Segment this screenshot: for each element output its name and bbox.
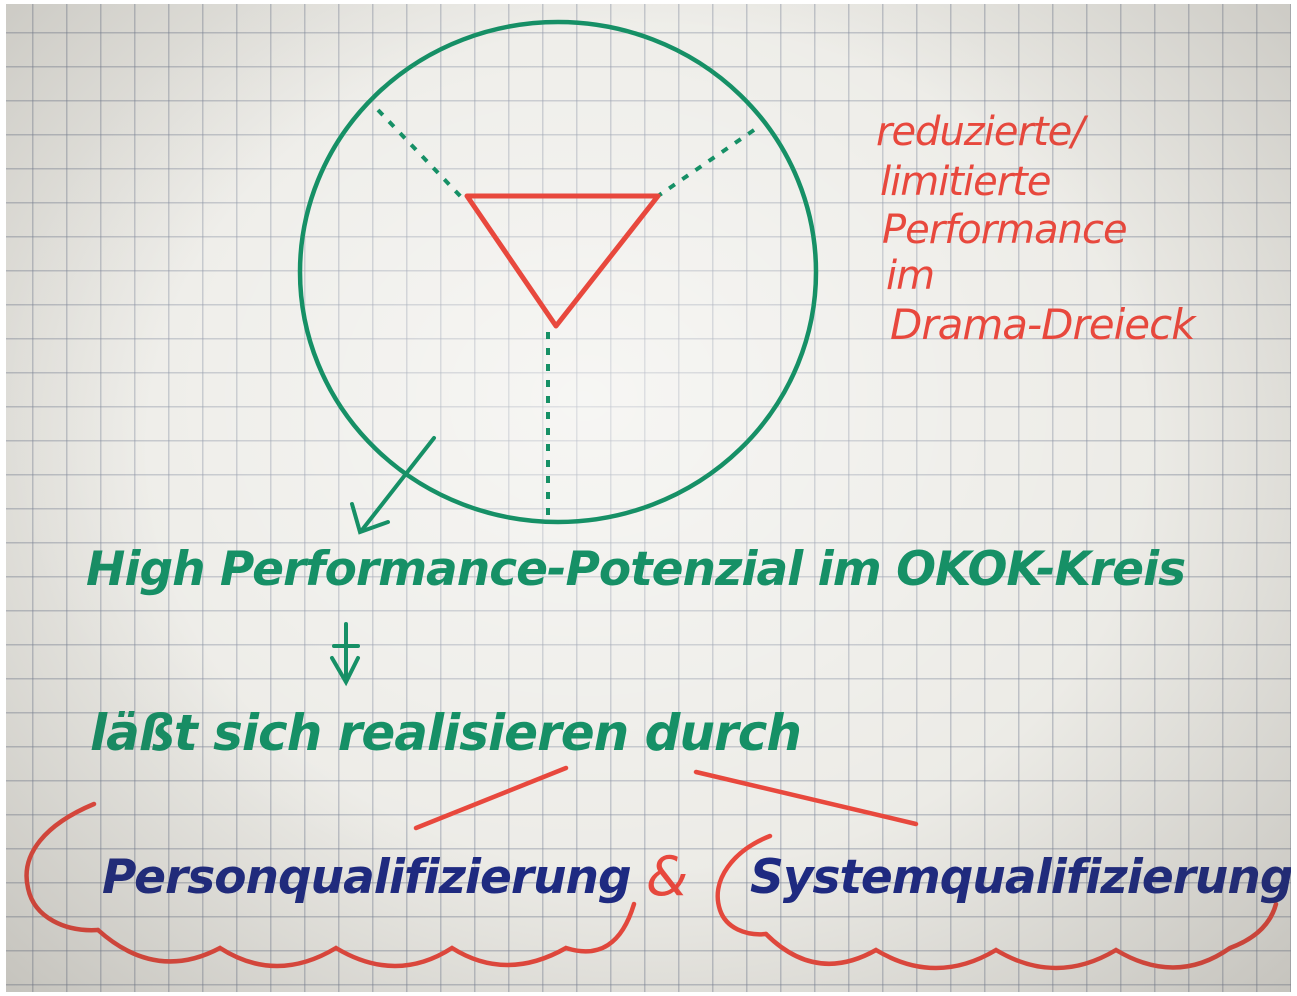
notebook-photo: reduzierte/ limitierte Performance im Dr… — [6, 4, 1291, 992]
red-caption-line-3: Performance — [882, 207, 1128, 253]
red-caption-line-4: im — [886, 253, 935, 299]
sketch-drawing — [24, 19, 1279, 971]
red-caption-line-1: reduzierte/ — [876, 109, 1085, 155]
left-cloud-bracket — [24, 801, 637, 969]
right-cloud-bracket — [715, 833, 1279, 971]
main-statement: High Performance-Potenzial im OKOK-Kreis — [86, 542, 1186, 597]
ampersand: & — [646, 845, 688, 908]
arrow-down — [330, 622, 360, 687]
option-system: Systemqualifizierung — [750, 850, 1291, 905]
option-person: Personqualifizierung — [102, 850, 632, 905]
red-caption-line-2: limitierte — [880, 159, 1051, 205]
okok-circle — [297, 19, 819, 525]
branch-lines — [413, 765, 919, 831]
dotted-spokes — [376, 108, 756, 516]
red-caption-line-5: Drama-Dreieck — [890, 300, 1196, 349]
sub-statement: läßt sich realisieren durch — [90, 704, 802, 762]
drama-triangle — [464, 193, 661, 329]
arrow-down-left — [350, 436, 436, 535]
